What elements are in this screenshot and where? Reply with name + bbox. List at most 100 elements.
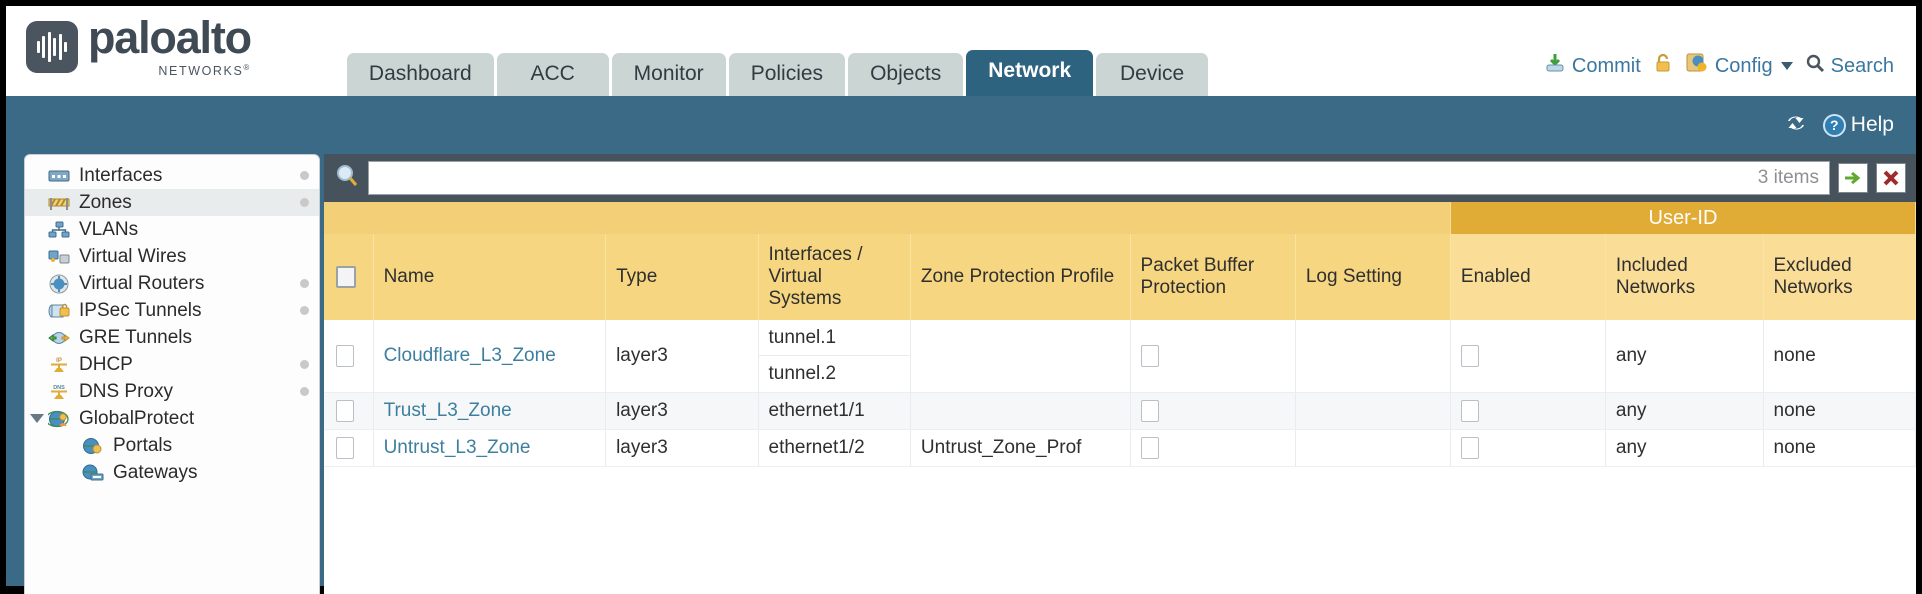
zone-link[interactable]: Cloudflare_L3_Zone xyxy=(383,345,556,366)
cell-excluded-networks: none xyxy=(1763,429,1916,468)
cell-name[interactable]: Cloudflare_L3_Zone xyxy=(373,320,607,393)
sidebar-item-label: VLANs xyxy=(79,218,139,240)
expander-triangle-icon[interactable] xyxy=(30,414,44,423)
column-header-name[interactable]: Name xyxy=(373,234,607,320)
row-select-cell[interactable] xyxy=(324,429,374,468)
tab-network[interactable]: Network xyxy=(966,50,1094,96)
sidebar-item-dns-proxy[interactable]: DNS DNS Proxy xyxy=(25,378,319,405)
dhcp-icon: IP xyxy=(47,356,71,374)
content-area: Interfaces Zones xyxy=(6,154,1916,594)
lock-icon xyxy=(1653,52,1673,80)
tab-objects[interactable]: Objects xyxy=(848,53,964,96)
zone-link[interactable]: Untrust_L3_Zone xyxy=(383,437,531,459)
help-button[interactable]: ? Help xyxy=(1822,113,1894,137)
userid-enabled-checkbox[interactable] xyxy=(1460,344,1479,367)
cell-included-networks: any xyxy=(1605,320,1764,393)
packet-buffer-protection-checkbox[interactable] xyxy=(1140,437,1159,460)
row-checkbox[interactable] xyxy=(336,344,354,367)
column-header-excluded-networks[interactable]: Excluded Networks xyxy=(1763,234,1916,320)
interface-item: tunnel.2 xyxy=(768,363,837,384)
status-dot xyxy=(300,279,309,288)
virtual-wires-icon xyxy=(47,248,71,266)
cell-interfaces: tunnel.1 tunnel.2 xyxy=(758,320,911,393)
globalprotect-icon xyxy=(47,410,71,428)
filter-toolbar: 3 items xyxy=(324,154,1916,202)
column-header-packet-buffer-protection[interactable]: Packet Buffer Protection xyxy=(1130,234,1296,320)
cell-userid-enabled[interactable] xyxy=(1450,392,1606,431)
cell-packet-buffer-protection[interactable] xyxy=(1130,320,1296,393)
cell-packet-buffer-protection[interactable] xyxy=(1130,429,1296,468)
cell-name[interactable]: Untrust_L3_Zone xyxy=(373,429,607,468)
commit-button[interactable]: Commit xyxy=(1544,52,1641,80)
sidebar-item-dhcp[interactable]: IP DHCP xyxy=(25,351,319,378)
chevron-down-icon xyxy=(1780,62,1793,70)
tab-policies[interactable]: Policies xyxy=(728,53,846,96)
sidebar-item-label: IPSec Tunnels xyxy=(79,299,202,321)
sidebar-item-interfaces[interactable]: Interfaces xyxy=(25,162,319,189)
tab-acc[interactable]: ACC xyxy=(496,53,609,96)
packet-buffer-protection-checkbox[interactable] xyxy=(1140,344,1159,367)
packet-buffer-protection-checkbox[interactable] xyxy=(1140,400,1159,422)
userid-enabled-checkbox[interactable] xyxy=(1460,400,1479,422)
cell-userid-enabled[interactable] xyxy=(1450,429,1606,468)
zones-icon xyxy=(47,194,71,212)
cell-name[interactable]: Trust_L3_Zone xyxy=(373,392,607,431)
sidebar-item-ipsec-tunnels[interactable]: IPSec Tunnels xyxy=(25,297,319,324)
apply-filter-button[interactable] xyxy=(1838,163,1868,193)
sidebar-item-portals[interactable]: Portals xyxy=(25,432,319,459)
cell-type: layer3 xyxy=(605,392,759,431)
search-input[interactable]: 3 items xyxy=(368,161,1830,195)
table-row[interactable]: Cloudflare_L3_Zone layer3 tunnel.1 tunne… xyxy=(324,320,1916,393)
status-dot xyxy=(300,171,309,180)
clear-filter-button[interactable] xyxy=(1876,163,1906,193)
cell-type: layer3 xyxy=(605,320,759,393)
sidebar-item-zones[interactable]: Zones xyxy=(25,189,319,216)
cell-packet-buffer-protection[interactable] xyxy=(1130,392,1296,431)
table-header-row: Name Type Interfaces / Virtual Systems Z… xyxy=(324,234,1916,320)
column-header-type[interactable]: Type xyxy=(605,234,759,320)
tab-dashboard[interactable]: Dashboard xyxy=(346,53,494,96)
select-all-checkbox[interactable] xyxy=(336,265,356,288)
sidebar-item-virtual-routers[interactable]: Virtual Routers xyxy=(25,270,319,297)
userid-enabled-checkbox[interactable] xyxy=(1460,437,1479,460)
sidebar-item-virtual-wires[interactable]: Virtual Wires xyxy=(25,243,319,270)
dns-proxy-icon: DNS xyxy=(47,383,71,401)
app-header: paloalto NETWORKS® Dashboard ACC Monitor… xyxy=(6,6,1916,96)
tab-monitor[interactable]: Monitor xyxy=(611,53,726,96)
config-button[interactable]: Config xyxy=(1685,52,1793,80)
column-header-interfaces[interactable]: Interfaces / Virtual Systems xyxy=(758,234,911,320)
lock-button[interactable] xyxy=(1653,52,1673,80)
column-header-included-networks[interactable]: Included Networks xyxy=(1605,234,1764,320)
select-all-header[interactable] xyxy=(324,234,374,320)
help-icon: ? xyxy=(1822,113,1846,137)
svg-text:IP: IP xyxy=(56,358,62,364)
column-header-zone-protection-profile[interactable]: Zone Protection Profile xyxy=(910,234,1131,320)
table-row[interactable]: Trust_L3_Zone layer3 ethernet1/1 any xyxy=(324,392,1916,431)
sidebar-item-globalprotect[interactable]: GlobalProtect xyxy=(25,405,319,432)
sidebar-item-gre-tunnels[interactable]: GRE Tunnels xyxy=(25,324,319,351)
refresh-icon[interactable] xyxy=(1783,112,1809,139)
search-icon[interactable] xyxy=(334,163,360,194)
cell-interfaces: ethernet1/1 xyxy=(758,392,911,431)
sidebar-item-gateways[interactable]: Gateways xyxy=(25,459,319,486)
row-checkbox[interactable] xyxy=(336,437,354,460)
table-row[interactable]: Untrust_L3_Zone layer3 ethernet1/2 Untru… xyxy=(324,429,1916,468)
main-panel: 3 items xyxy=(324,154,1916,594)
brand-name: paloalto xyxy=(88,12,252,64)
row-checkbox[interactable] xyxy=(336,400,354,422)
status-dot xyxy=(300,360,309,369)
cell-included-networks: any xyxy=(1605,429,1764,468)
column-header-log-setting[interactable]: Log Setting xyxy=(1295,234,1451,320)
sidebar-nav: Interfaces Zones xyxy=(24,154,320,594)
row-select-cell[interactable] xyxy=(324,392,374,431)
row-select-cell[interactable] xyxy=(324,320,374,393)
cell-userid-enabled[interactable] xyxy=(1450,320,1606,393)
tab-device[interactable]: Device xyxy=(1096,53,1209,96)
sidebar-item-label: Portals xyxy=(113,434,173,456)
search-button[interactable]: Search xyxy=(1805,53,1894,79)
zone-link[interactable]: Trust_L3_Zone xyxy=(383,400,512,421)
sidebar-item-vlans[interactable]: VLANs xyxy=(25,216,319,243)
column-header-enabled[interactable]: Enabled xyxy=(1450,234,1606,320)
interfaces-icon xyxy=(47,167,71,185)
